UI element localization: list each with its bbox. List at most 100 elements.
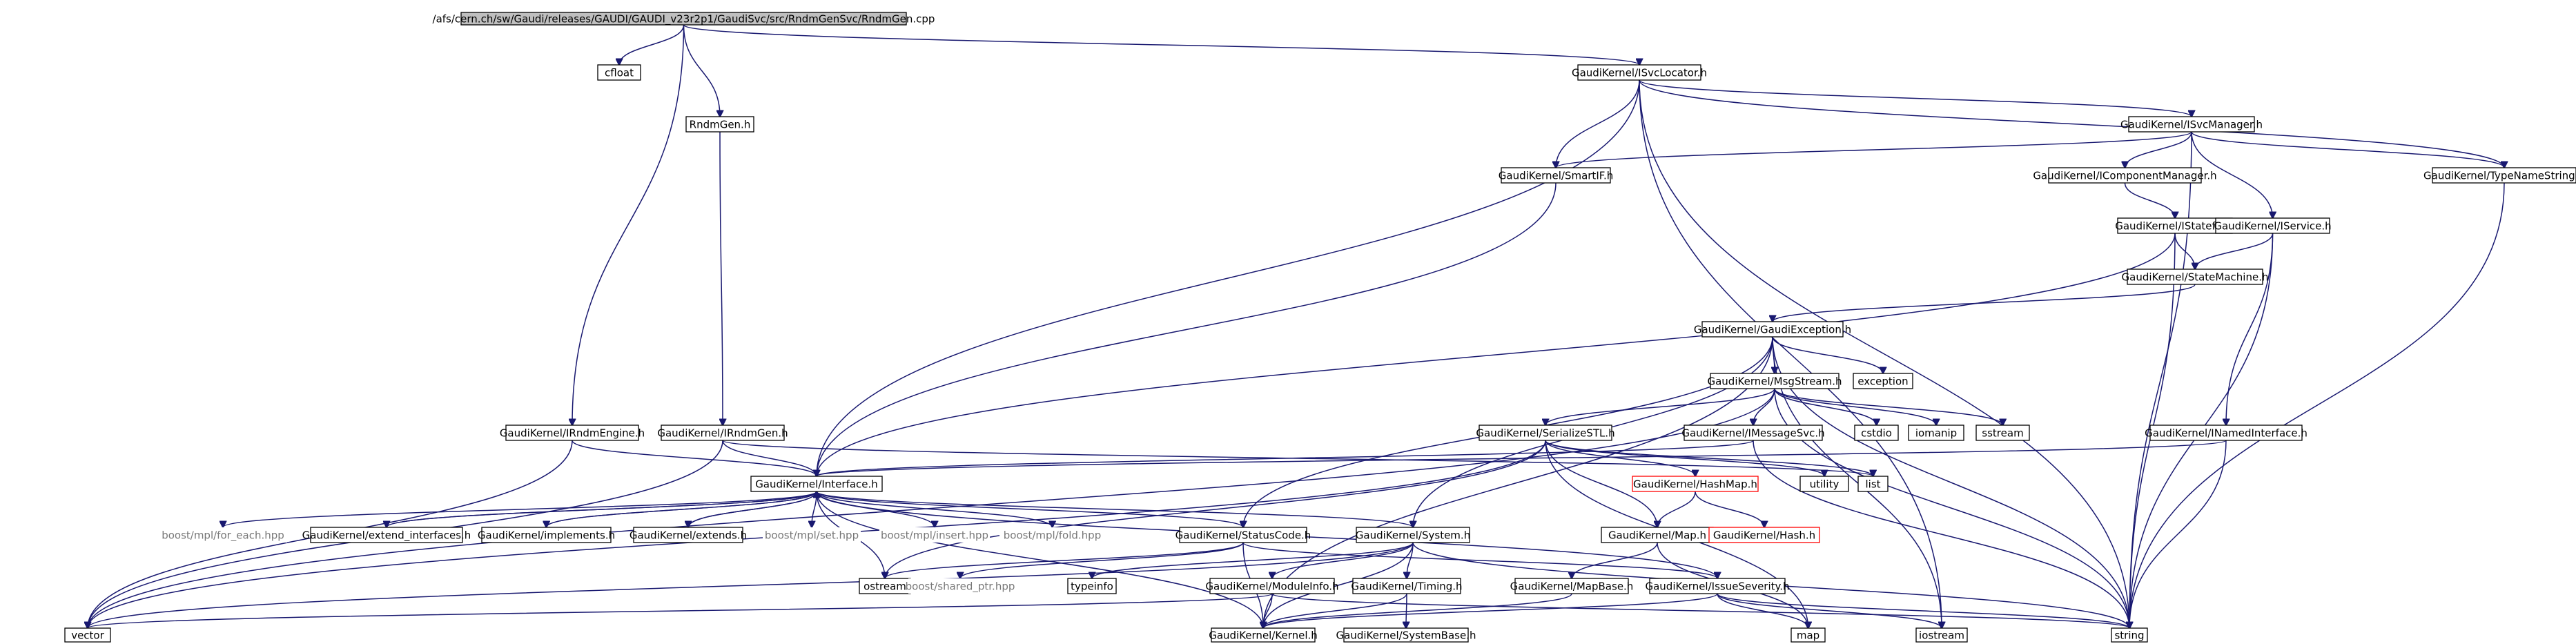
node-utility[interactable]: utility [1799, 476, 1849, 492]
edge-interface-to-system [816, 491, 1413, 527]
node-isvclocator[interactable]: GaudiKernel/ISvcLocator.h [1572, 64, 1707, 81]
node-rndmgen_h[interactable]: RndmGen.h [685, 116, 754, 133]
node-list[interactable]: list [1857, 476, 1889, 492]
node-mapbase[interactable]: GaudiKernel/MapBase.h [1510, 578, 1634, 594]
node-icompmanager[interactable]: GaudiKernel/IComponentManager.h [2033, 167, 2217, 184]
node-serializestl[interactable]: GaudiKernel/SerializeSTL.h [1476, 425, 1615, 441]
edge-system-to-moduleinfo [1272, 542, 1414, 578]
node-boost_insert[interactable]: boost/mpl/insert.hpp [879, 527, 990, 543]
node-root[interactable]: /afs/cern.ch/sw/Gaudi/releases/GAUDI/GAU… [433, 12, 935, 26]
edge-icompmanager-to-istateful [2124, 182, 2176, 218]
node-ostream[interactable]: ostream [859, 578, 911, 594]
node-iostream[interactable]: iostream [1915, 627, 1968, 643]
edge-msgstream-to-imessagesvc [1753, 388, 1775, 425]
edge-isvcmanager-to-iservice [2191, 131, 2273, 218]
node-box [1857, 476, 1889, 492]
node-vector[interactable]: vector [64, 627, 111, 643]
node-issueseverity[interactable]: GaudiKernel/IssueSeverity.h [1645, 578, 1790, 594]
node-label: cstdio [1861, 427, 1892, 440]
edge-system-to-vector [88, 542, 1414, 628]
node-label: GaudiKernel/Hash.h [1713, 529, 1815, 542]
node-interface[interactable]: GaudiKernel/Interface.h [750, 476, 883, 492]
node-label: GaudiKernel/IRndmEngine.h [500, 427, 645, 440]
edge-smartif-to-interface [817, 182, 1557, 476]
node-hash_h[interactable]: GaudiKernel/Hash.h [1708, 527, 1820, 543]
node-cfloat[interactable]: cfloat [597, 64, 641, 81]
node-smartif[interactable]: GaudiKernel/SmartIF.h [1499, 167, 1613, 184]
node-imessagesvc[interactable]: GaudiKernel/IMessageSvc.h [1681, 425, 1825, 441]
edge-isvcmanager-to-typenamestring [2191, 131, 2504, 168]
edge-isvclocator-to-isvcmanager [1639, 79, 2192, 117]
node-label: boost/mpl/insert.hpp [881, 529, 988, 542]
edge-isvcmanager-to-string [2129, 131, 2192, 628]
node-timing[interactable]: GaudiKernel/Timing.h [1351, 578, 1463, 594]
node-irndmgen[interactable]: GaudiKernel/IRndmGen.h [657, 425, 788, 441]
node-typenamestring[interactable]: GaudiKernel/TypeNameString.h [2423, 167, 2576, 184]
node-box [1577, 64, 1701, 81]
node-box [1790, 627, 1826, 643]
edge-serializestl-to-hashmap [1545, 440, 1695, 476]
node-extend_interfaces[interactable]: GaudiKernel/extend_interfaces.h [302, 527, 471, 543]
edge-serializestl-to-utility [1545, 440, 1824, 476]
node-inamedinterface[interactable]: GaudiKernel/INamedInterface.h [2145, 425, 2307, 441]
node-label: GaudiKernel/IService.h [2214, 220, 2331, 233]
node-label: RndmGen.h [690, 119, 751, 131]
node-label: GaudiKernel/System.h [1356, 529, 1470, 542]
edge-irndmgen-to-interface [722, 440, 817, 476]
node-string[interactable]: string [2111, 627, 2148, 643]
node-statuscode[interactable]: GaudiKernel/StatusCode.h [1175, 527, 1311, 543]
node-kernel[interactable]: GaudiKernel/Kernel.h [1209, 627, 1318, 643]
node-label: GaudiKernel/IssueSeverity.h [1645, 580, 1789, 593]
node-typeinfo[interactable]: typeinfo [1067, 578, 1117, 594]
edge-istateful-to-statemachine [2174, 233, 2195, 269]
node-box [1975, 425, 2030, 441]
edge-iservice-to-statemachine [2195, 233, 2274, 269]
edge-serializestl-to-ostream [885, 440, 1546, 578]
node-shared_ptr[interactable]: boost/shared_ptr.hpp [906, 578, 1015, 594]
edge-hashmap-to-map_h [1657, 491, 1696, 527]
node-box [1514, 578, 1629, 594]
edge-statuscode-to-ostream [885, 542, 1244, 578]
node-iomanip[interactable]: iomanip [1908, 425, 1964, 441]
node-gaudiexception[interactable]: GaudiKernel/GaudiException.h [1694, 321, 1851, 338]
node-boost_set[interactable]: boost/mpl/set.hpp [763, 527, 861, 543]
node-moduleinfo[interactable]: GaudiKernel/ModuleInfo.h [1205, 578, 1339, 594]
edge-timing-to-systembase [1406, 593, 1407, 628]
node-box [908, 578, 1012, 594]
edge-gaudiexception-to-iostream [1772, 336, 1942, 628]
node-layer: /afs/cern.ch/sw/Gaudi/releases/GAUDI/GAU… [64, 12, 2576, 643]
edge-msgstream-to-sstream [1774, 388, 2003, 425]
edge-imessagesvc-to-string [1753, 440, 2129, 628]
node-boost_fold[interactable]: boost/mpl/fold.hpp [999, 527, 1105, 543]
node-implements[interactable]: GaudiKernel/implements.h [478, 527, 615, 543]
node-label: GaudiKernel/extends.h [630, 529, 747, 542]
node-isvcmanager[interactable]: GaudiKernel/ISvcManager.h [2120, 116, 2263, 133]
node-box [750, 476, 883, 492]
node-label: GaudiKernel/implements.h [478, 529, 615, 542]
node-label: boost/shared_ptr.hpp [906, 580, 1015, 594]
node-box [1853, 373, 1913, 389]
node-label: GaudiKernel/INamedInterface.h [2145, 427, 2307, 440]
node-map[interactable]: map [1790, 627, 1826, 643]
node-system[interactable]: GaudiKernel/System.h [1356, 527, 1470, 543]
node-statemachine[interactable]: GaudiKernel/StateMachine.h [2122, 269, 2269, 285]
node-box [685, 116, 754, 133]
node-extends[interactable]: GaudiKernel/extends.h [630, 527, 747, 543]
node-exception[interactable]: exception [1853, 373, 1913, 389]
node-hashmap[interactable]: GaudiKernel/HashMap.h [1632, 476, 1759, 492]
node-irndmengine[interactable]: GaudiKernel/IRndmEngine.h [500, 425, 645, 441]
edge-msgstream-to-vector [88, 388, 1775, 628]
node-sstream[interactable]: sstream [1975, 425, 2030, 441]
node-iservice[interactable]: GaudiKernel/IService.h [2214, 217, 2332, 234]
node-istateful[interactable]: GaudiKernel/IStateful.h [2115, 217, 2235, 234]
node-box [633, 527, 743, 543]
node-map_h[interactable]: GaudiKernel/Map.h [1601, 527, 1714, 543]
edge-interface-to-statuscode [816, 491, 1243, 527]
node-boost_foreach[interactable]: boost/mpl/for_each.hpp [159, 527, 287, 543]
node-box [661, 425, 785, 441]
node-label: GaudiKernel/Kernel.h [1209, 630, 1318, 642]
node-cstdio[interactable]: cstdio [1854, 425, 1899, 441]
node-systembase[interactable]: GaudiKernel/SystemBase.h [1336, 627, 1476, 643]
edge-statemachine-to-gaudiexception [1773, 284, 2196, 322]
node-msgstream[interactable]: GaudiKernel/MsgStream.h [1707, 373, 1842, 389]
